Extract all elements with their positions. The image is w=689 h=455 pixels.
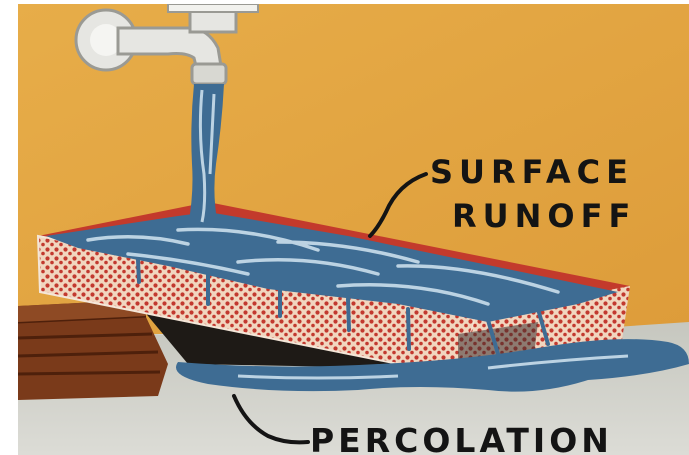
surface-runoff-label-line2: RUNOFF [452,200,636,232]
wood-board [18,300,168,400]
percolation-label: PERCOLATION [310,424,613,455]
illustration-frame: SURFACE RUNOFF PERCOLATION [18,4,689,455]
surface-runoff-label-line1: SURFACE [430,156,634,188]
